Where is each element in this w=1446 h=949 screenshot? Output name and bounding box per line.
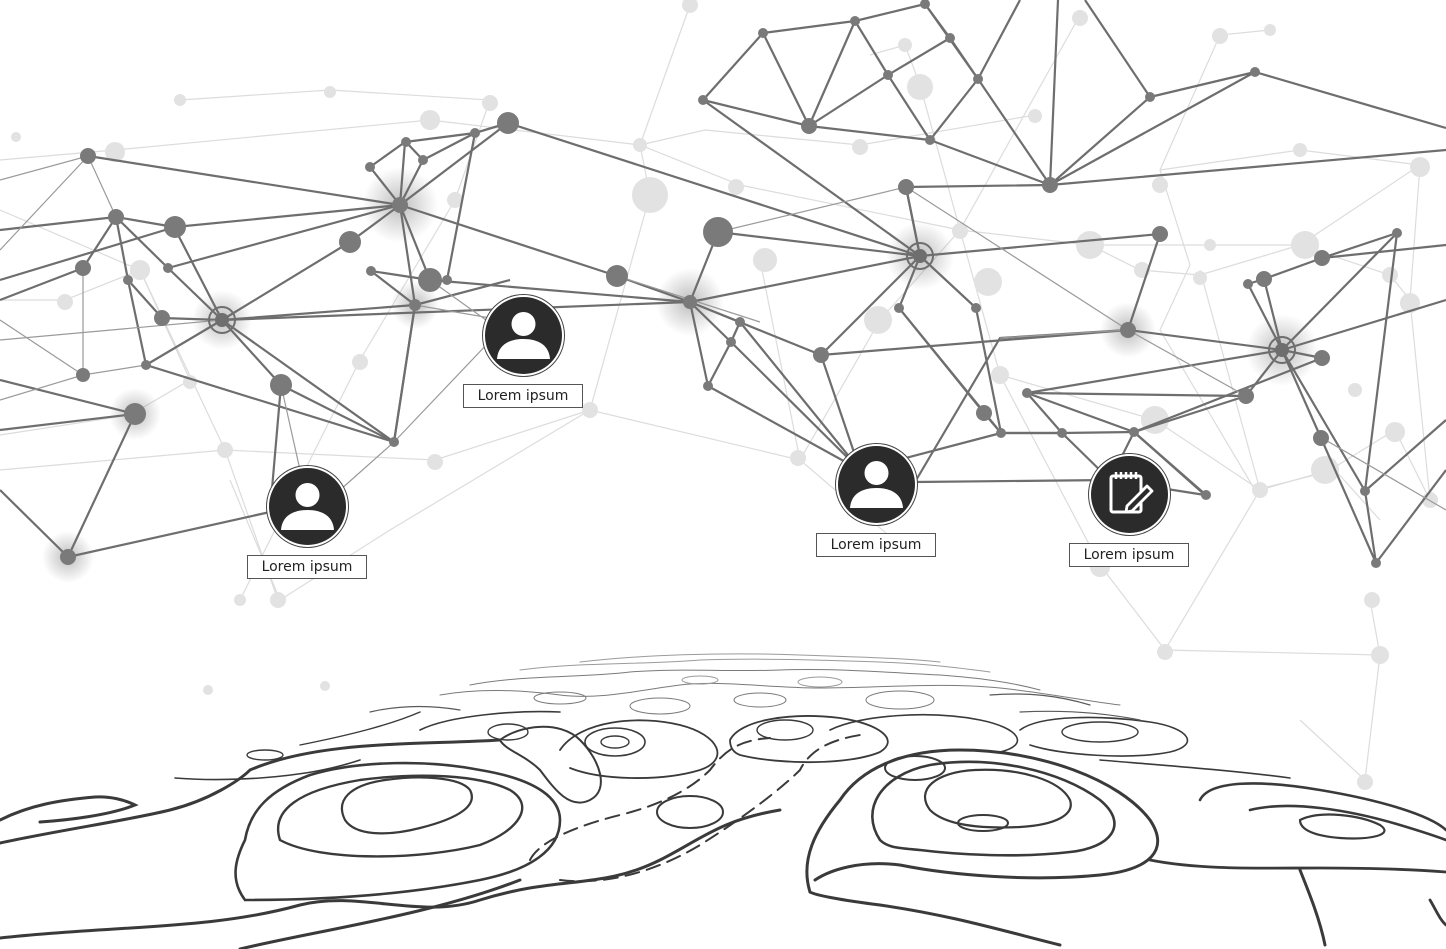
user-icon (835, 444, 917, 525)
user-node-2[interactable]: Lorem ipsum (462, 295, 584, 408)
topographic-contours (0, 653, 1446, 949)
primary-network (0, 0, 1446, 565)
notepad-edit-icon (1088, 454, 1170, 535)
user-node-1[interactable]: Lorem ipsum (246, 466, 368, 579)
notepad-node[interactable]: Lorem ipsum (1068, 454, 1190, 567)
hub-nodes (208, 242, 1296, 364)
node-label: Lorem ipsum (1069, 543, 1189, 567)
node-label: Lorem ipsum (816, 533, 936, 557)
user-node-3[interactable]: Lorem ipsum (815, 444, 937, 557)
secondary-network (0, 154, 1446, 511)
user-icon (482, 295, 564, 376)
faint-network (0, 4, 1431, 782)
faint-network-dots (11, 0, 1438, 790)
node-label: Lorem ipsum (463, 384, 583, 408)
network-nodes (60, 0, 1402, 568)
node-label: Lorem ipsum (247, 555, 367, 579)
user-icon (266, 466, 348, 547)
